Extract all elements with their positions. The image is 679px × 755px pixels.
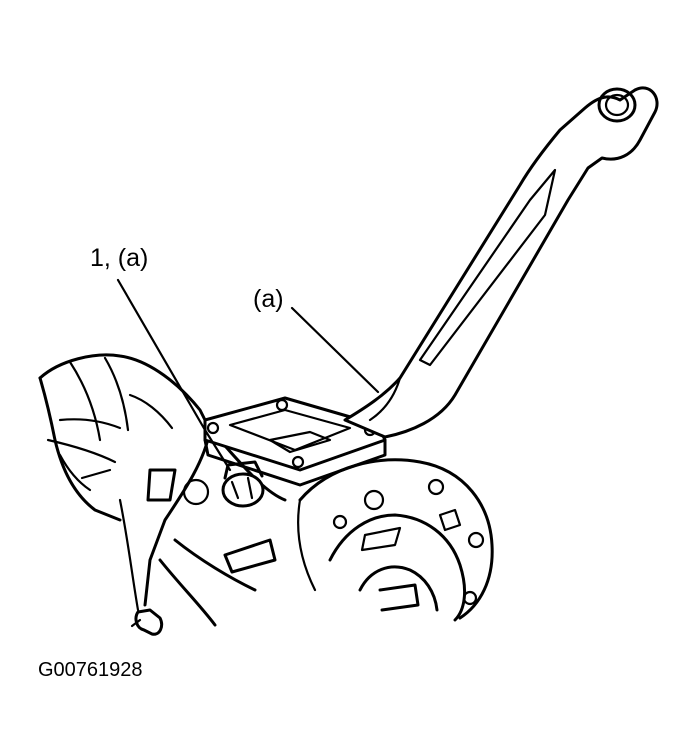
leader-line-left	[116, 278, 232, 472]
leader-line-right	[290, 306, 380, 394]
ring-wrench-icon	[343, 86, 659, 439]
callout-bolt-label: 1, (a)	[90, 244, 149, 272]
figure-id: G00761928	[38, 659, 143, 681]
bell-housing-flange	[297, 458, 494, 622]
hex-bolt-icon	[182, 460, 265, 508]
callout-wrench-label: (a)	[253, 285, 284, 313]
